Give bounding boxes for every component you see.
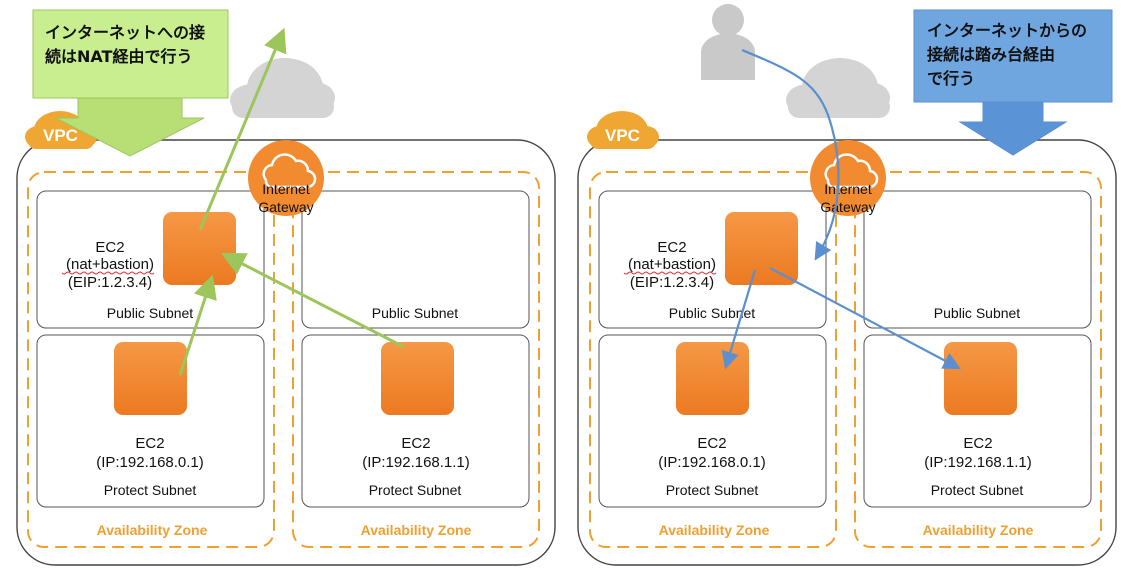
availability-zone-b (292, 171, 540, 548)
public-subnet-label-a: Public Subnet (669, 305, 756, 321)
ec2-instance-icon (725, 212, 798, 285)
protect-subnet-b (863, 334, 1092, 508)
az-label-b: Availability Zone (361, 522, 472, 538)
protect-subnet-label-b: Protect Subnet (931, 482, 1024, 498)
user-icon (701, 4, 755, 80)
user-to-bastion-arrow (741, 48, 840, 261)
vpc-label: VPC (605, 126, 640, 145)
az-label-b: Availability Zone (923, 522, 1034, 538)
nat-ec2-label: EC2 (657, 239, 686, 256)
protect-subnet-label-b: Protect Subnet (369, 482, 462, 498)
vpc-label: VPC (43, 126, 78, 145)
public-subnet-b (863, 190, 1092, 329)
gateway-label-line1: Internet (824, 181, 872, 197)
vpc-cloud-icon (587, 111, 659, 149)
protect-subnet-a (598, 334, 827, 508)
protect-a-to-nat-arrow (178, 274, 217, 376)
availability-zone-a (27, 171, 275, 548)
availability-zone-b (854, 171, 1102, 548)
az-label-a: Availability Zone (97, 522, 208, 538)
protect-subnet-b (301, 334, 530, 508)
protect-ip-label-b: (IP:192.168.1.1) (924, 454, 1032, 471)
gateway-label-line2: Gateway (258, 199, 313, 215)
public-subnet-label-b: Public Subnet (934, 305, 1021, 321)
bastion-note-line3: で行う (927, 69, 975, 88)
bastion-note-line1: インターネットからの (927, 21, 1087, 40)
nat-eip-label: (EIP:1.2.3.4) (630, 274, 714, 291)
cloud-icon (230, 58, 335, 118)
protect-ip-label-a: (IP:192.168.0.1) (96, 454, 204, 471)
bastion-to-protect-a-arrow (721, 269, 757, 370)
protect-subnet-label-a: Protect Subnet (104, 482, 197, 498)
ec2-instance-icon (944, 342, 1017, 415)
protect-ec2-label-b: EC2 (963, 435, 992, 452)
spellcheck-underline (623, 271, 717, 275)
bastion-note-line2: 接続は踏み台経由 (927, 45, 1055, 64)
internet-gateway-icon (810, 140, 886, 216)
right-diagram: VPC Availability Zone Availability Zone … (577, 4, 1117, 566)
protect-ec2-label-a: EC2 (697, 435, 726, 452)
nat-role-label: (nat+bastion) (66, 256, 154, 273)
cloud-icon (786, 58, 890, 118)
gateway-label-line1: Internet (262, 181, 310, 197)
bastion-to-protect-b-arrow (769, 267, 961, 370)
protect-subnet-label-a: Protect Subnet (666, 482, 759, 498)
left-diagram: VPC Availability Zone Availability Zone … (16, 9, 556, 566)
az-label-a: Availability Zone (659, 522, 770, 538)
protect-subnet-a (36, 334, 265, 508)
nat-note-line2: 続はNAT経由で行う (45, 47, 192, 66)
public-subnet-label-a: Public Subnet (107, 305, 194, 321)
nat-note-callout: インターネットへの接 続はNAT経由で行う (32, 9, 229, 157)
spellcheck-underline (61, 271, 155, 275)
protect-ip-label-a: (IP:192.168.0.1) (658, 454, 766, 471)
internet-gateway-icon (248, 140, 324, 216)
public-subnet-b (301, 190, 530, 329)
bastion-note-callout: インターネットからの 接続は踏み台経由 で行う (913, 9, 1113, 156)
ec2-instance-icon (114, 342, 187, 415)
ec2-instance-icon (676, 342, 749, 415)
nat-ec2-label: EC2 (95, 239, 124, 256)
nat-eip-label: (EIP:1.2.3.4) (68, 274, 152, 291)
gateway-label-line2: Gateway (820, 199, 875, 215)
protect-ec2-label-a: EC2 (135, 435, 164, 452)
ec2-instance-icon (381, 342, 454, 415)
protect-ec2-label-b: EC2 (401, 435, 430, 452)
ec2-instance-icon (163, 212, 236, 285)
availability-zone-a (589, 171, 837, 548)
nat-role-label: (nat+bastion) (628, 256, 716, 273)
protect-b-to-nat-arrow (220, 252, 405, 349)
nat-note-line1: インターネットへの接 (45, 23, 205, 42)
public-subnet-label-b: Public Subnet (372, 305, 459, 321)
protect-ip-label-b: (IP:192.168.1.1) (362, 454, 470, 471)
nat-to-internet-arrow (198, 27, 287, 231)
vpc-boundary (577, 139, 1117, 566)
